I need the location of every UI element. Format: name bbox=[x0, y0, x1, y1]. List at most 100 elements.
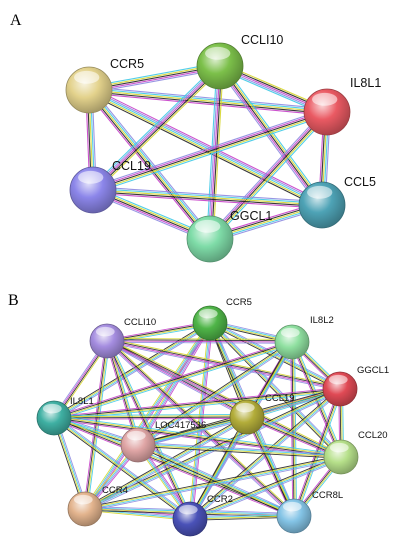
node-label-ccl5: CCL5 bbox=[344, 175, 376, 189]
edge-strand bbox=[290, 342, 341, 458]
edge-strand bbox=[138, 419, 248, 448]
node-highlight bbox=[307, 185, 333, 199]
edge-strand bbox=[291, 341, 295, 517]
edge-ccr5-ccli10 bbox=[106, 321, 211, 344]
edge-strand bbox=[207, 65, 219, 239]
edge-strand bbox=[88, 89, 323, 206]
edge-strand bbox=[107, 337, 293, 340]
edge-strand bbox=[137, 445, 341, 459]
node-highlight bbox=[312, 92, 338, 106]
edge-strand bbox=[190, 389, 342, 521]
edge-strand bbox=[91, 108, 327, 188]
edge-strand bbox=[93, 114, 329, 194]
edge-strand bbox=[93, 186, 323, 203]
edge-strand bbox=[107, 325, 211, 344]
edge-strand bbox=[106, 340, 293, 343]
edge-strand bbox=[53, 415, 247, 418]
edge-strand bbox=[93, 112, 328, 193]
edge-strand bbox=[84, 415, 247, 509]
node-label-ggcl1: GGCL1 bbox=[357, 365, 389, 376]
edge-strand bbox=[90, 63, 219, 189]
edge-strand bbox=[85, 457, 342, 511]
edge-il8l2-il8l1 bbox=[53, 340, 293, 421]
node-highlight bbox=[329, 442, 349, 453]
node-ggcl1[interactable] bbox=[322, 371, 358, 407]
edge-ccl19-ccr4 bbox=[84, 415, 249, 512]
node-label-ccli10: CCLI10 bbox=[241, 33, 283, 47]
edge-strand bbox=[138, 443, 342, 457]
edge-ccli10-il8l2 bbox=[106, 337, 293, 344]
node-highlight bbox=[126, 430, 146, 441]
node-ccr5[interactable] bbox=[65, 66, 113, 114]
edge-strand bbox=[189, 416, 248, 520]
edge-strand bbox=[86, 91, 208, 242]
edge-strand bbox=[106, 341, 292, 344]
node-loc417536[interactable] bbox=[120, 427, 156, 463]
edge-ccli10-ccl5 bbox=[216, 63, 326, 208]
edge-strand bbox=[248, 415, 297, 516]
edge-strand bbox=[189, 455, 341, 519]
node-label-il8l1: IL8L1 bbox=[70, 396, 94, 407]
node-highlight bbox=[280, 327, 300, 338]
edge-strand bbox=[92, 191, 322, 208]
node-il8l2[interactable] bbox=[274, 324, 310, 360]
edge-strand bbox=[92, 192, 322, 209]
node-highlight bbox=[328, 374, 348, 385]
edge-strand bbox=[53, 418, 294, 518]
edge-ccl20-ccr4 bbox=[84, 455, 342, 512]
node-label-ccr5: CCR5 bbox=[226, 297, 252, 308]
edge-loc417536-ccr8l bbox=[137, 442, 296, 518]
node-ccl20[interactable] bbox=[323, 439, 359, 475]
node-highlight bbox=[78, 170, 104, 184]
edge-strand bbox=[53, 413, 247, 416]
edge-strand bbox=[107, 339, 342, 457]
edge-strand bbox=[85, 323, 212, 510]
edge-strand bbox=[88, 89, 211, 240]
edge-strand bbox=[93, 66, 222, 192]
edge-strand bbox=[207, 109, 326, 238]
node-label-ccr4: CCR4 bbox=[102, 485, 128, 496]
edge-strand bbox=[245, 417, 294, 517]
edge-strand bbox=[86, 418, 249, 512]
edge-strand bbox=[137, 444, 295, 517]
node-il8l1[interactable] bbox=[303, 88, 351, 136]
edge-strand bbox=[85, 389, 341, 511]
edge-strand bbox=[92, 111, 328, 191]
edge-strand bbox=[89, 87, 328, 111]
node-il8l1[interactable] bbox=[36, 400, 72, 436]
edge-strand bbox=[190, 457, 342, 521]
node-label-ggcl1: GGCL1 bbox=[230, 209, 272, 223]
edge-strand bbox=[138, 342, 293, 447]
node-ccl19[interactable] bbox=[69, 166, 117, 214]
edge-strand bbox=[107, 339, 293, 342]
node-highlight bbox=[73, 494, 93, 505]
edge-strand bbox=[105, 341, 138, 446]
node-ggcl1[interactable] bbox=[186, 215, 234, 263]
edge-strand bbox=[53, 340, 292, 418]
edge-strand bbox=[54, 342, 293, 420]
edge-strand bbox=[190, 417, 249, 520]
edge-strand bbox=[106, 321, 210, 341]
edge-strand bbox=[210, 112, 329, 241]
edge-ccr5-ccl20 bbox=[208, 320, 344, 459]
node-ccl5[interactable] bbox=[298, 181, 346, 229]
node-ccr2[interactable] bbox=[172, 501, 208, 537]
node-ccr8l[interactable] bbox=[276, 498, 312, 534]
edge-il8l2-loc417536 bbox=[137, 340, 294, 448]
node-ccr5[interactable] bbox=[192, 305, 228, 341]
edge-ggcl1-il8l1 bbox=[53, 387, 341, 421]
edge-strand bbox=[139, 343, 294, 448]
node-highlight bbox=[235, 402, 255, 413]
node-ccli10[interactable] bbox=[89, 323, 125, 359]
edge-strand bbox=[53, 416, 248, 419]
edge-strand bbox=[247, 416, 296, 516]
node-ccl19[interactable] bbox=[229, 399, 265, 435]
edge-strand bbox=[54, 344, 293, 421]
edge-strand bbox=[87, 92, 321, 209]
node-ccr4[interactable] bbox=[67, 491, 103, 527]
edge-strand bbox=[211, 320, 344, 456]
edge-il8l1-ccl19 bbox=[91, 108, 329, 194]
edge-strand bbox=[84, 509, 190, 521]
node-ccli10[interactable] bbox=[196, 42, 244, 90]
